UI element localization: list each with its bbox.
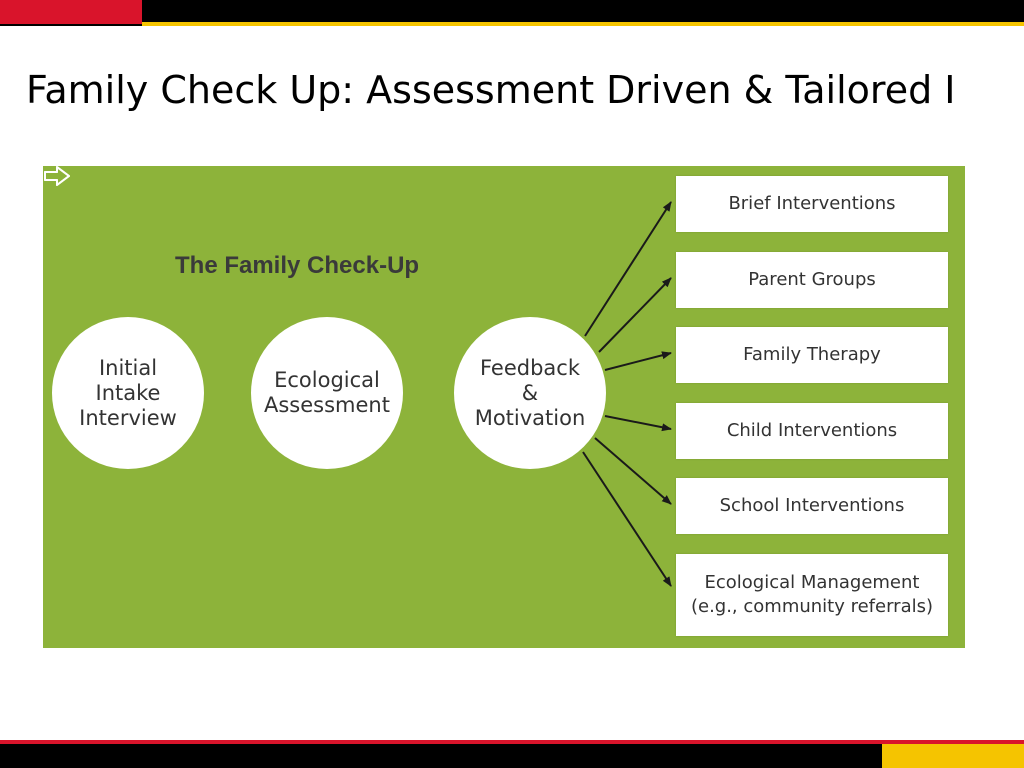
hollow-arrow-icon (44, 166, 70, 186)
outcome-child-interventions: Child Interventions (676, 403, 948, 459)
step-ecological-assessment: Ecological Assessment (251, 317, 403, 469)
outcome-label: Parent Groups (748, 269, 876, 290)
step-label: Ecological Assessment (264, 368, 390, 417)
step-feedback-motivation: Feedback & Motivation (454, 317, 606, 469)
arrow-to-child-interventions (604, 415, 672, 432)
bottom-red-stripe (0, 740, 1024, 744)
connector-arrows (582, 201, 672, 587)
outcome-label: Child Interventions (726, 420, 898, 441)
outcome-school-interventions: School Interventions (676, 478, 948, 534)
top-bar (0, 0, 1024, 26)
outcome-ecological-management: Ecological Management (e.g., community r… (676, 554, 948, 636)
arrow-to-ecological-management (582, 451, 672, 587)
outcome-label: School Interventions (719, 495, 905, 516)
slide-title: Family Check Up: Assessment Driven & Tai… (26, 68, 956, 112)
bottom-yellow-accent (882, 744, 1024, 768)
outcome-brief-interventions: Brief Interventions (676, 176, 948, 232)
outcome-family-therapy: Family Therapy (676, 327, 948, 383)
step-label: Initial Intake Interview (79, 355, 177, 430)
step-initial-intake-interview: Initial Intake Interview (52, 317, 204, 469)
outcome-parent-groups: Parent Groups (676, 252, 948, 308)
arrow-to-parent-groups (598, 277, 672, 353)
step-label: Feedback & Motivation (474, 355, 586, 430)
outcome-label: Brief Interventions (728, 193, 896, 214)
arrow-to-family-therapy (604, 351, 672, 371)
outcome-label: Family Therapy (743, 344, 881, 365)
arrow-to-school-interventions (594, 437, 672, 505)
outcome-label: Ecological Management (e.g., community r… (690, 572, 934, 617)
family-check-up-diagram: The Family Check-Up Initial Intake Inter… (43, 166, 965, 648)
top-red-accent (0, 0, 142, 24)
arrow-to-brief-interventions (584, 201, 672, 337)
top-yellow-stripe (142, 22, 1024, 26)
bottom-bar (0, 744, 1024, 768)
diagram-heading: The Family Check-Up (175, 252, 420, 279)
